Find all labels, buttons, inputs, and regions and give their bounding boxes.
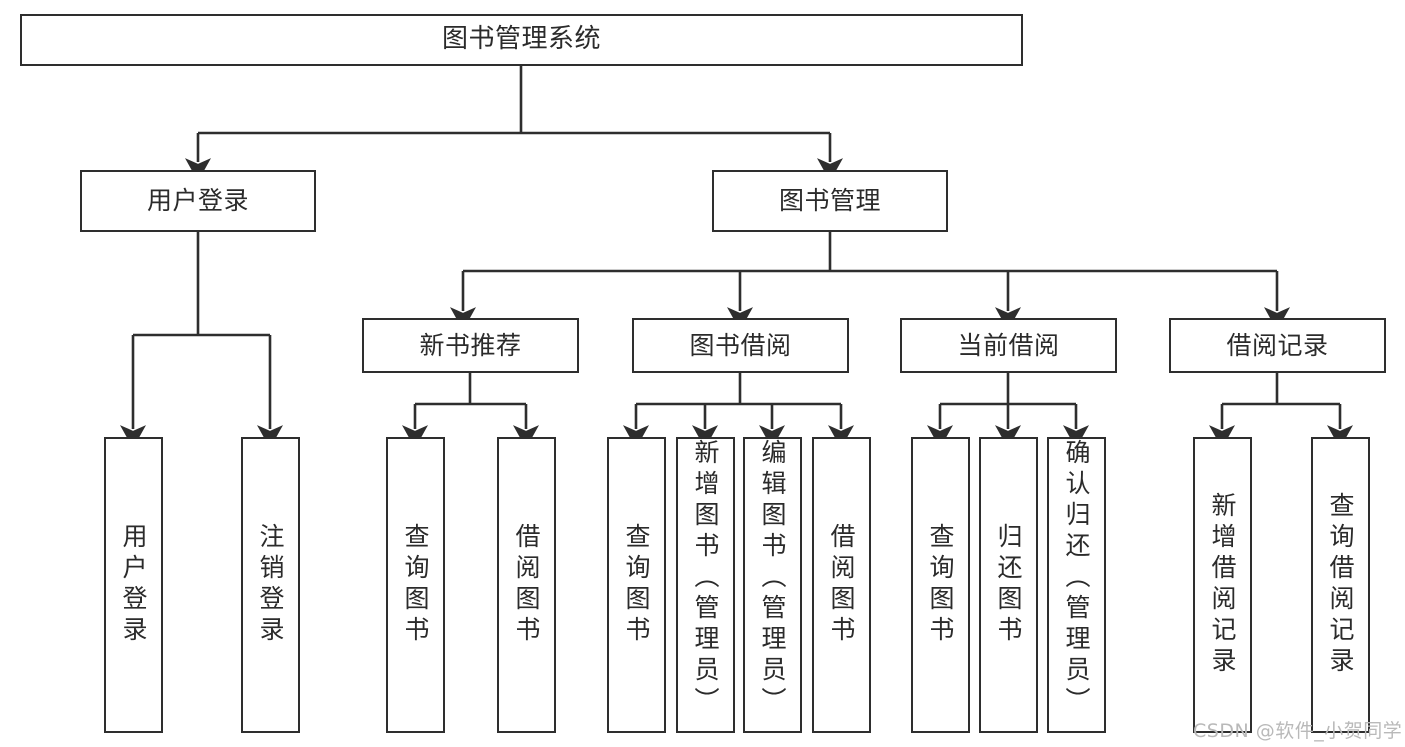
leaf-current-borrow-return[interactable]: 归还图书 — [979, 437, 1038, 733]
node-label: 查询图书 — [622, 523, 651, 647]
node-label: 借阅记录 — [1226, 330, 1329, 360]
node-label: 当前借阅 — [957, 330, 1060, 360]
node-label: 编辑图书（管理员） — [758, 439, 787, 718]
leaf-book-borrow-add-admin[interactable]: 新增图书（管理员） — [676, 437, 735, 733]
leaf-user-login-login[interactable]: 用户登录 — [104, 437, 163, 733]
leaf-current-borrow-confirm-admin[interactable]: 确认归还（管理员） — [1047, 437, 1106, 733]
node-label: 新增图书（管理员） — [691, 439, 720, 718]
node-root-book-management-system[interactable]: 图书管理系统 — [20, 14, 1023, 66]
node-label: 图书管理系统 — [441, 24, 601, 55]
node-label: 注销登录 — [256, 523, 285, 647]
node-new-book-recommend[interactable]: 新书推荐 — [362, 318, 579, 373]
leaf-new-book-query[interactable]: 查询图书 — [386, 437, 445, 733]
leaf-book-borrow-edit-admin[interactable]: 编辑图书（管理员） — [743, 437, 802, 733]
csdn-watermark: CSDN @软件_小贺同学 — [1193, 720, 1403, 742]
leaf-user-login-logout[interactable]: 注销登录 — [241, 437, 300, 733]
node-label: 借阅图书 — [512, 523, 541, 647]
node-book-management[interactable]: 图书管理 — [712, 170, 948, 232]
node-label: 新增借阅记录 — [1208, 492, 1237, 678]
node-label: 用户登录 — [119, 523, 148, 647]
leaf-borrow-record-query[interactable]: 查询借阅记录 — [1311, 437, 1370, 733]
node-label: 借阅图书 — [827, 523, 856, 647]
node-label: 用户登录 — [146, 186, 249, 215]
node-label: 查询借阅记录 — [1326, 492, 1355, 678]
node-label: 图书管理 — [778, 186, 881, 215]
node-label: 图书借阅 — [689, 330, 792, 360]
node-book-borrow[interactable]: 图书借阅 — [632, 318, 849, 373]
leaf-borrow-record-add[interactable]: 新增借阅记录 — [1193, 437, 1252, 733]
node-borrow-record[interactable]: 借阅记录 — [1169, 318, 1386, 373]
node-label: 新书推荐 — [419, 330, 522, 360]
node-user-login[interactable]: 用户登录 — [80, 170, 316, 232]
leaf-book-borrow-query[interactable]: 查询图书 — [607, 437, 666, 733]
node-label: 查询图书 — [401, 523, 430, 647]
node-label: 归还图书 — [994, 523, 1023, 647]
leaf-new-book-borrow[interactable]: 借阅图书 — [497, 437, 556, 733]
node-current-borrow[interactable]: 当前借阅 — [900, 318, 1117, 373]
leaf-book-borrow-borrow[interactable]: 借阅图书 — [812, 437, 871, 733]
leaf-current-borrow-query[interactable]: 查询图书 — [911, 437, 970, 733]
node-label: 确认归还（管理员） — [1062, 439, 1091, 718]
node-label: 查询图书 — [926, 523, 955, 647]
